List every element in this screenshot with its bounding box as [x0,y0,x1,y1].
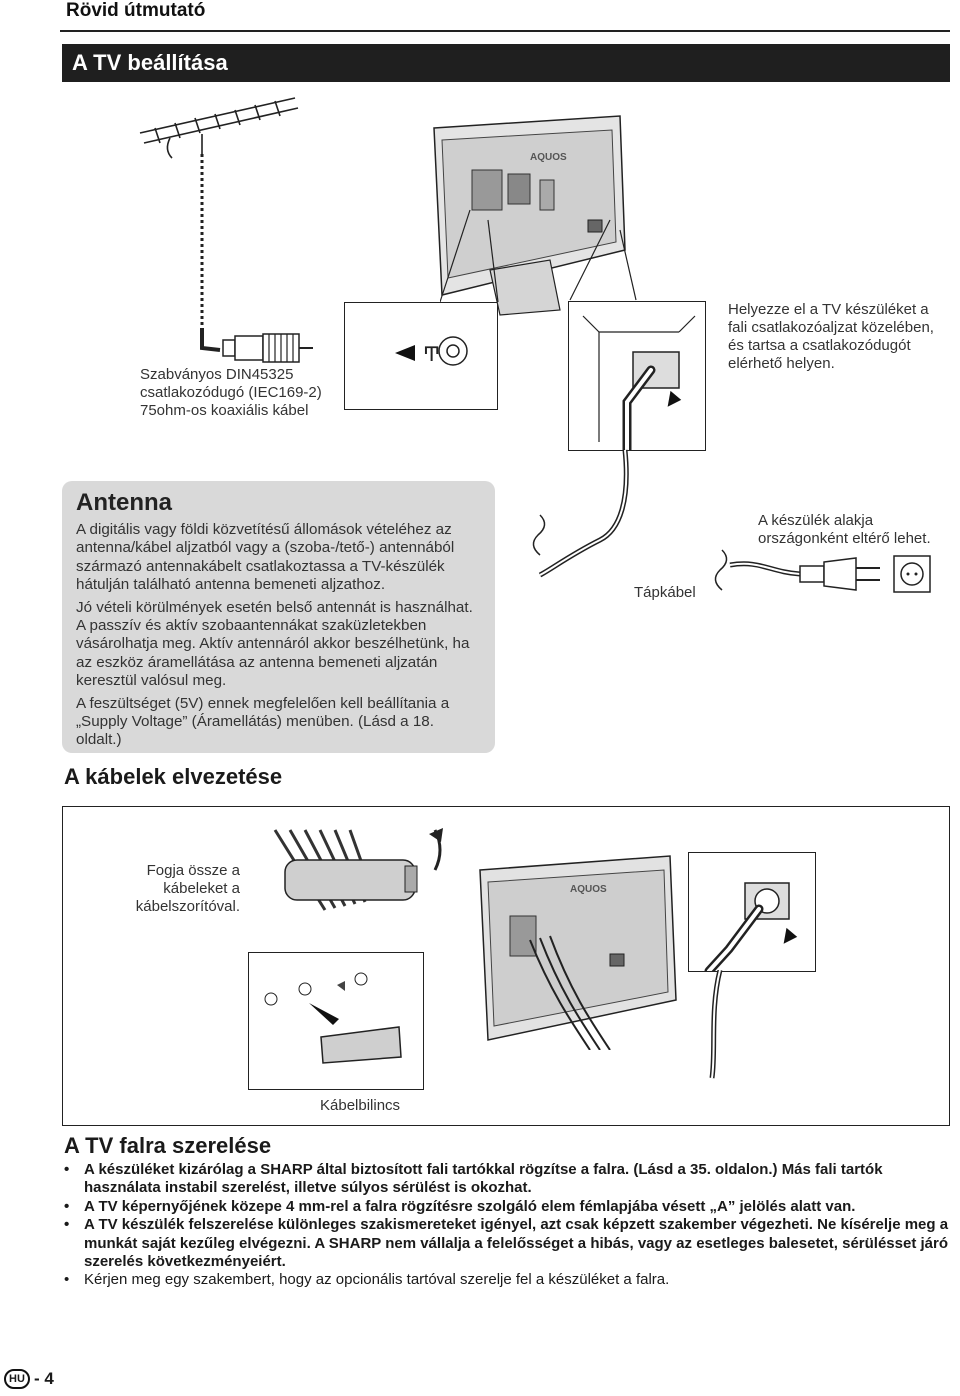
antenna-paragraph: A feszültséget (5V) ennek megfelelően ke… [76,694,450,749]
power-cord-line [709,970,723,1079]
power-cable-drawing [532,449,931,593]
section-title-cables: A kábelek elvezetése [64,764,283,789]
outlet-detail-box [688,852,816,976]
antenna-info-panel: Antenna A digitális vagy földi közvetíté… [62,481,495,753]
cable-clip-icon [273,828,443,911]
wall-outlet-icon [704,882,798,976]
caption-plug-shape: A készülék alakja országonként eltérő le… [758,512,931,547]
list-item: A TV képernyőjének közepe 4 mm-rel a fal… [62,1198,952,1217]
page-footer: HU - 4 [4,1369,54,1389]
wall-outlet-box [568,301,706,455]
roof-antenna-icon [139,97,299,352]
cable-routing-frame [62,806,950,1126]
caption-power-cable: Tápkábel [634,584,696,601]
tv-brand-label: AQUOS [570,884,607,895]
antenna-paragraph: A digitális vagy földi közvetítésű állom… [76,521,455,594]
list-item: A TV készülék felszerelése különleges sz… [62,1216,952,1271]
page-number: - 4 [34,1369,54,1388]
cable-clamp-icon [264,972,402,1064]
header-divider [60,30,950,32]
antenna-socket-box: Ͳ [344,302,498,410]
power-plug-icon [799,555,931,593]
language-badge: HU [4,1369,30,1389]
tv-brand-label: AQUOS [530,152,567,163]
list-item: Kérjen meg egy szakembert, hogy az opcio… [62,1271,952,1290]
clamp-detail-box [248,952,424,1090]
caption-bundle-cables: Fogja össze a kábeleket a kábelszorítóva… [135,862,240,915]
antenna-heading: Antenna [76,489,172,516]
wall-outlet-icon [582,315,696,455]
tv-rear-panel-icon: AQUOS [433,115,626,316]
wall-mount-list: A készüléket kizárólag a SHARP által biz… [62,1161,952,1290]
section-title-setup: A TV beállítása [62,44,950,82]
antenna-paragraph: Jó vételi körülmények esetén belső anten… [76,598,473,690]
antenna-socket-icon: Ͳ [395,336,468,366]
tv-rear-cables-icon: AQUOS [479,855,677,1050]
caption-place-tv: Helyezze el a TV készüléket a fali csatl… [728,301,934,372]
caption-coax-cable: Szabványos DIN45325 csatlakozódugó (IEC1… [140,366,322,419]
section-title-wall: A TV falra szerelése [64,1133,272,1158]
coax-plug-icon [222,333,313,363]
caption-cable-clamp: Kábelbilincs [320,1097,401,1114]
page-header-title: Rövid útmutató [66,0,206,21]
zoom-lines [440,209,637,303]
svg-text:Ͳ: Ͳ [423,344,440,366]
list-item: A készüléket kizárólag a SHARP által biz… [62,1161,952,1198]
